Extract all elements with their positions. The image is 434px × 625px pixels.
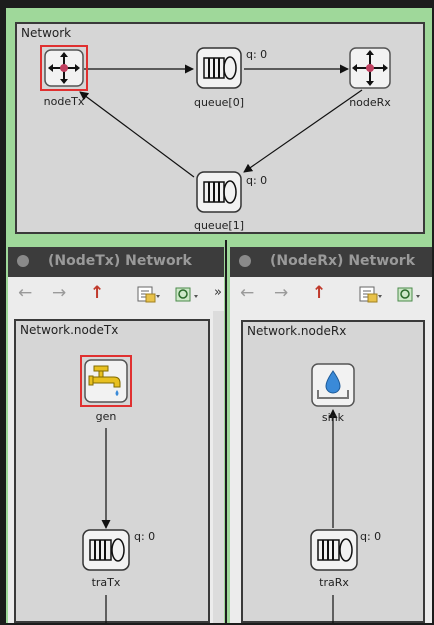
link-nodeRx-queue1: [243, 89, 363, 173]
network-links: [79, 64, 363, 178]
layout-icon[interactable]: [358, 285, 382, 305]
right-window-titlebar[interactable]: (NodeRx) Network: [230, 247, 432, 277]
node-nodeRx[interactable]: nodeRx: [348, 46, 392, 109]
node-label: nodeTx: [43, 95, 85, 108]
router-icon: [40, 45, 88, 91]
node-queue0[interactable]: q: 0 queue[0]: [194, 46, 267, 109]
toolbar-overflow[interactable]: »: [214, 285, 222, 300]
node-sink[interactable]: sink: [310, 362, 356, 424]
link-queue1-nodeTx: [79, 91, 195, 178]
left-window-titlebar[interactable]: (NodeTx) Network: [8, 247, 224, 277]
queue-count: q: 0: [246, 174, 268, 187]
forward-icon[interactable]: →: [52, 283, 67, 303]
node-label: traTx: [91, 576, 121, 589]
canvas-title: Network.nodeRx: [247, 324, 347, 338]
back-icon[interactable]: ←: [18, 283, 33, 303]
node-label: gen: [95, 410, 117, 423]
node-queue1[interactable]: q: 0 queue[1]: [194, 170, 267, 232]
zoom-options-icon[interactable]: [396, 285, 422, 305]
up-icon[interactable]: ↑: [312, 283, 327, 303]
window-menu-icon[interactable]: [17, 255, 29, 267]
node-label: sink: [321, 411, 345, 424]
queue-icon: [82, 529, 130, 571]
up-icon[interactable]: ↑: [90, 283, 105, 303]
queue-icon: [196, 47, 242, 89]
node-label: nodeRx: [349, 96, 391, 109]
node-gen[interactable]: gen: [80, 355, 132, 423]
zoom-options-icon[interactable]: [174, 285, 200, 305]
forward-icon[interactable]: →: [274, 283, 289, 303]
sink-icon: [311, 363, 355, 407]
node-nodeTx[interactable]: nodeTx: [40, 45, 88, 108]
window-menu-icon[interactable]: [239, 255, 251, 267]
right-toolbar: ← → ↑: [230, 277, 432, 312]
node-label: queue[0]: [193, 96, 245, 109]
node-label: traRx: [319, 576, 349, 589]
node-traTx[interactable]: q: 0 traTx: [82, 528, 155, 589]
left-scrollbar[interactable]: [213, 311, 224, 623]
canvas-title: Network: [21, 26, 72, 40]
router-icon: [349, 47, 391, 89]
window-title: (NodeTx) Network: [48, 253, 192, 269]
window-title: (NodeRx) Network: [270, 253, 416, 269]
node-traRx[interactable]: q: 0 traRx: [310, 528, 381, 589]
queue-count: q: 0: [134, 530, 156, 543]
queue-icon: [310, 529, 358, 571]
back-icon[interactable]: ←: [240, 283, 255, 303]
canvas-title: Network.nodeTx: [20, 323, 119, 337]
queue-icon: [196, 171, 242, 213]
queue-count: q: 0: [246, 48, 268, 61]
layout-icon[interactable]: [136, 285, 160, 305]
queue-count: q: 0: [360, 530, 382, 543]
node-label: queue[1]: [193, 219, 245, 232]
faucet-icon: [80, 355, 132, 407]
left-toolbar: ← → ↑ »: [8, 277, 224, 312]
